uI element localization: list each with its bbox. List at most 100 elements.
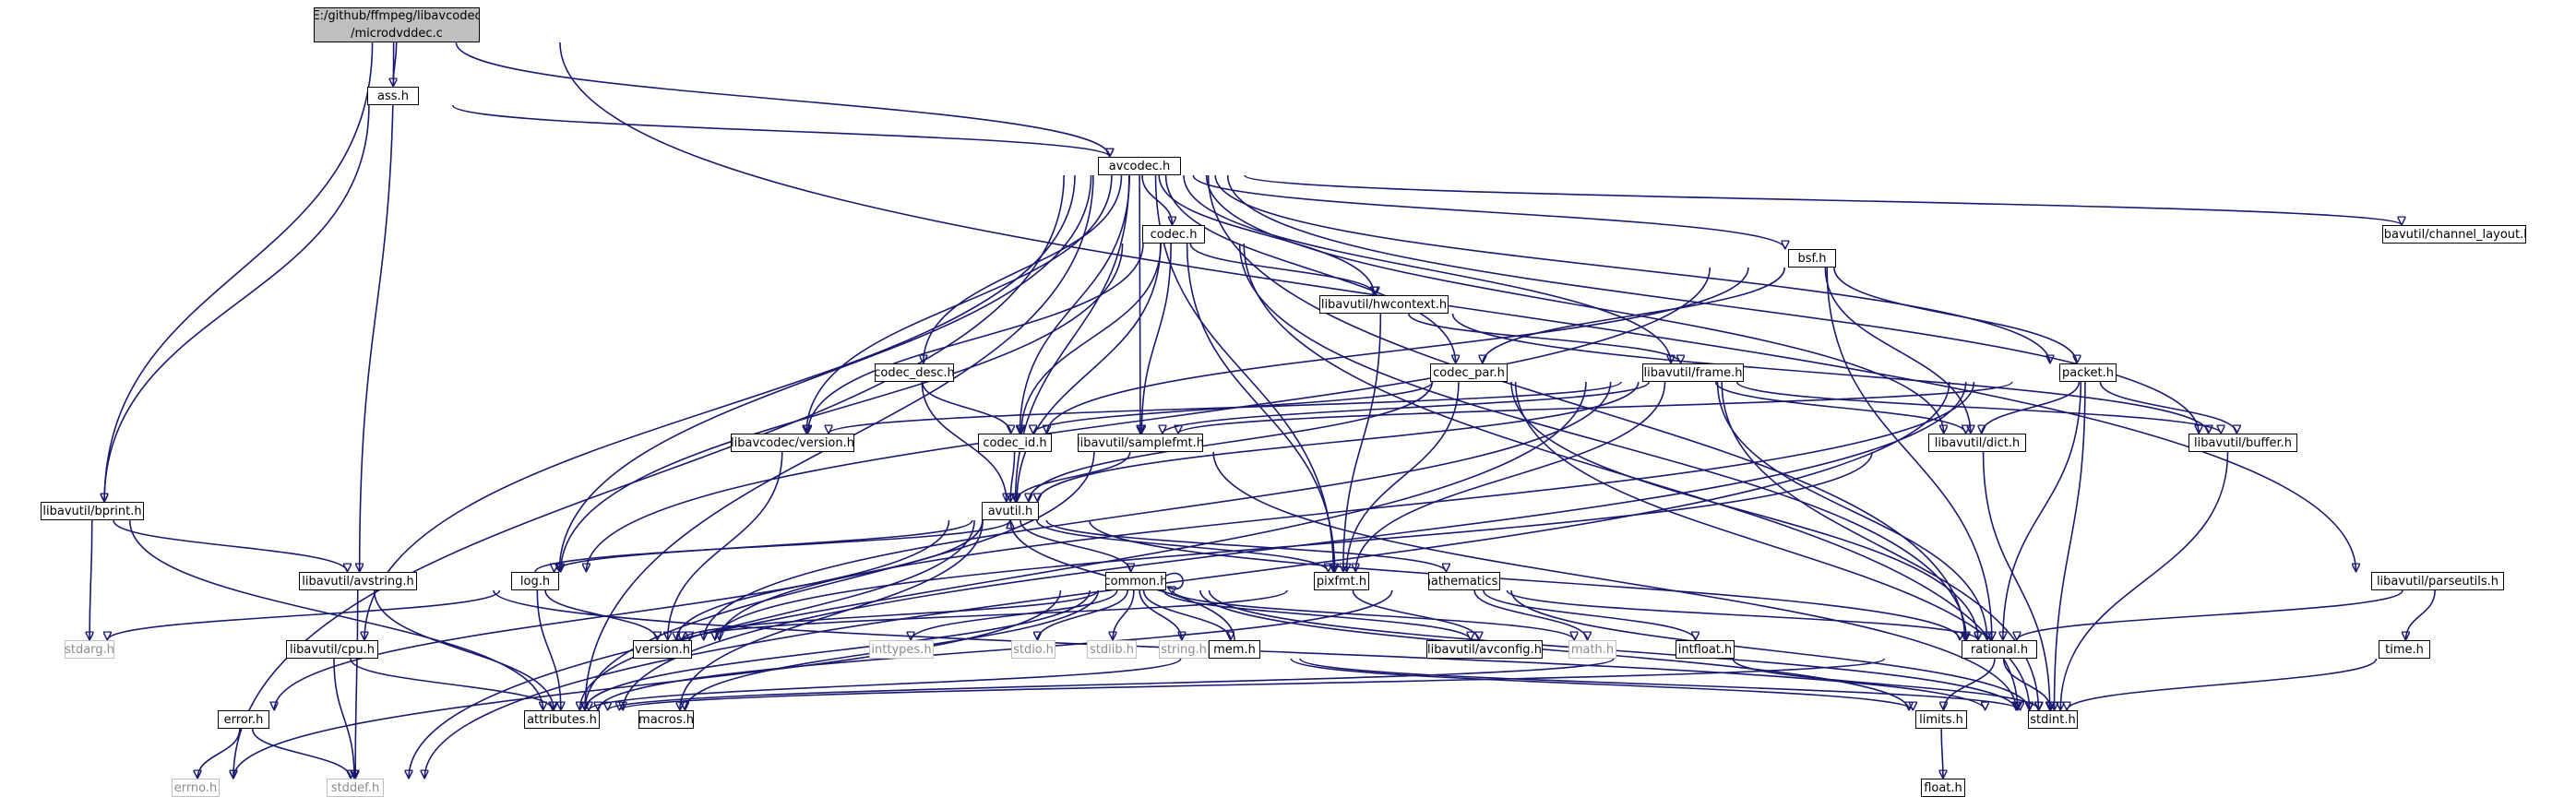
edge-buffer-h-to-stdint-h bbox=[2060, 451, 2229, 710]
node-attributes-h[interactable]: attributes.h bbox=[524, 710, 600, 729]
edge-frame-h-to-version-h bbox=[704, 381, 1612, 640]
edge-avutil-h-to-common-h bbox=[1020, 519, 1131, 572]
node-limits-h[interactable]: limits.h bbox=[1915, 710, 1967, 729]
edge-avcodec-h-to-avutil-h bbox=[1016, 174, 1130, 502]
edge-mem-h-to-attributes-h bbox=[589, 658, 1182, 711]
edge-root-to-avstring-h bbox=[360, 42, 395, 572]
node-pixfmt-h[interactable]: pixfmt.h bbox=[1314, 572, 1369, 590]
edge-avstring-h-to-attributes-h bbox=[373, 589, 554, 710]
edge-codec-par-h-to-rational-h bbox=[1510, 381, 1978, 640]
edge-cpu-h-to-attributes-h bbox=[350, 658, 553, 710]
node-common-h[interactable]: common.h bbox=[1105, 572, 1166, 590]
edge-codec-desc-h-to-codec-id-h bbox=[921, 381, 1011, 434]
edge-mem-h-to-stdint-h bbox=[1299, 658, 2021, 711]
edge-common-h-to-limits-h bbox=[1199, 589, 1909, 710]
edge-rational-h-to-attributes-h bbox=[619, 658, 1886, 710]
edge-log-h-to-attributes-h bbox=[536, 589, 561, 710]
edge-frame-h-to-buffer-h bbox=[1735, 381, 2221, 434]
edge-common-h-to-string-h bbox=[1139, 589, 1182, 640]
edge-avcodec-h-to-channel-layout-h bbox=[1244, 174, 2402, 226]
node-avstring-h[interactable]: libavutil/avstring.h bbox=[299, 572, 417, 590]
edge-codec-par-h-to-avutil-h bbox=[1029, 381, 1434, 502]
node-stddef-h: stddef.h bbox=[327, 779, 384, 797]
node-channel-layout-h[interactable]: libavutil/channel_layout.h bbox=[2382, 225, 2526, 244]
node-ass-h[interactable]: ass.h bbox=[367, 87, 419, 105]
edge-limits-h-to-float-h bbox=[1941, 728, 1943, 779]
node-macros-h[interactable]: macros.h bbox=[638, 710, 694, 729]
node-codec-par-h[interactable]: codec_par.h bbox=[1430, 363, 1508, 382]
edge-packet-h-to-version-h bbox=[720, 381, 1975, 640]
node-avutil-h[interactable]: avutil.h bbox=[982, 502, 1039, 520]
edge-root-to-parseutils-h bbox=[559, 42, 2356, 572]
edge-packet-h-to-stdint-h bbox=[2055, 381, 2086, 710]
node-error-h[interactable]: error.h bbox=[218, 710, 269, 729]
edge-bprint-h-to-stdarg-h bbox=[89, 519, 92, 640]
edge-common-h-to-inttypes-h bbox=[911, 589, 1118, 640]
node-errno-h: errno.h bbox=[172, 779, 220, 797]
edge-avutil-h-to-macros-h bbox=[680, 519, 984, 710]
edge-bsf-h-to-codec-par-h bbox=[1483, 267, 1786, 363]
edge-mathematics-h-to-intfloat-h bbox=[1483, 589, 1696, 640]
edge-codec-par-h-to-stdint-h bbox=[1514, 381, 2030, 710]
edge-avcodec-h-to-bsf-h bbox=[1192, 174, 1785, 249]
node-avconfig-h[interactable]: libavutil/avconfig.h bbox=[1426, 640, 1543, 659]
node-libavcodec-version-h[interactable]: libavcodec/version.h bbox=[731, 434, 854, 452]
edge-bsf-h-to-packet-h bbox=[1833, 267, 2077, 363]
edge-hwcontext-h-to-buffer-h bbox=[1451, 313, 2208, 434]
edge-dict-h-to-stdint-h bbox=[1982, 451, 2050, 710]
edge-bsf-h-to-dict-h bbox=[1824, 267, 1971, 434]
node-version-h[interactable]: version.h bbox=[633, 640, 692, 659]
edge-samplefmt-h-to-stdint-h bbox=[1212, 451, 2016, 710]
edge-avcodec-h-to-codec-desc-h bbox=[924, 174, 1123, 363]
edge-avcodec-h-to-codec-par-h bbox=[1164, 174, 1456, 363]
node-parseutils-h[interactable]: libavutil/parseutils.h bbox=[2371, 572, 2504, 590]
node-root: E:/github/ffmpeg/libavcodec /microdvddec… bbox=[314, 7, 480, 42]
node-stdio-h: stdio.h bbox=[1011, 640, 1055, 659]
node-buffer-h[interactable]: libavutil/buffer.h bbox=[2188, 434, 2297, 452]
edge-frame-h-to-dict-h bbox=[1714, 381, 1966, 434]
edge-common-h-to-stdio-h bbox=[1037, 589, 1128, 640]
node-codec-desc-h[interactable]: codec_desc.h bbox=[875, 363, 954, 382]
edge-packet-h-to-stddef-h bbox=[424, 381, 1950, 779]
node-stdint-h[interactable]: stdint.h bbox=[2028, 710, 2078, 729]
node-log-h[interactable]: log.h bbox=[511, 572, 559, 590]
edge-error-h-to-errno-h bbox=[197, 728, 241, 779]
edge-codec-desc-h-to-avutil-h bbox=[921, 381, 1007, 502]
node-inttypes-h: inttypes.h bbox=[869, 640, 934, 659]
edge-ass-h-to-avcodec-h bbox=[451, 104, 1110, 158]
edge-codec-h-to-version-avcodec-h bbox=[808, 243, 1144, 434]
node-avcodec-h[interactable]: avcodec.h bbox=[1098, 157, 1181, 175]
node-mathematics-h[interactable]: mathematics.h bbox=[1428, 572, 1500, 590]
edge-avcodec-h-to-buffer-h bbox=[1226, 174, 2199, 434]
node-dict-h[interactable]: libavutil/dict.h bbox=[1928, 434, 2026, 452]
node-cpu-h[interactable]: libavutil/cpu.h bbox=[286, 640, 378, 659]
edge-avutil-h-to-rational-h bbox=[1088, 519, 1960, 640]
edge-frame-h-to-avutil-h bbox=[1038, 381, 1640, 502]
node-time-h[interactable]: time.h bbox=[2379, 640, 2430, 659]
edge-avcodec-h-to-errno-h bbox=[233, 174, 1065, 779]
node-mem-h[interactable]: mem.h bbox=[1209, 640, 1260, 659]
edge-log-h-to-stdarg-h bbox=[107, 589, 501, 640]
node-frame-h[interactable]: libavutil/frame.h bbox=[1642, 363, 1744, 382]
node-samplefmt-h[interactable]: libavutil/samplefmt.h bbox=[1078, 434, 1203, 452]
node-rational-h[interactable]: rational.h bbox=[1962, 640, 2037, 659]
edge-codec-h-to-samplefmt-h bbox=[1141, 243, 1172, 434]
edge-packet-h-to-buffer-h bbox=[2099, 381, 2236, 434]
node-packet-h[interactable]: packet.h bbox=[2059, 363, 2117, 382]
node-bprint-h[interactable]: libavutil/bprint.h bbox=[41, 502, 144, 520]
edge-mathematics-h-to-rational-h bbox=[1506, 589, 1977, 641]
node-intfloat-h[interactable]: intfloat.h bbox=[1676, 640, 1735, 659]
edge-packet-h-to-samplefmt-h bbox=[1178, 381, 2013, 434]
node-codec-h[interactable]: codec.h bbox=[1142, 225, 1205, 244]
edge-time-h-to-stdint-h bbox=[2067, 658, 2378, 710]
edge-bprint-h-to-attributes-h bbox=[128, 519, 543, 710]
edge-samplefmt-h-to-attributes-h bbox=[585, 451, 1095, 710]
node-hwcontext-h[interactable]: libavutil/hwcontext.h bbox=[1319, 295, 1449, 314]
node-string-h: string.h bbox=[1159, 640, 1209, 659]
edge-pixfmt-h-to-version-h bbox=[689, 589, 1288, 641]
node-bsf-h[interactable]: bsf.h bbox=[1788, 249, 1836, 268]
node-codec-id-h[interactable]: codec_id.h bbox=[978, 434, 1052, 452]
node-float-h[interactable]: float.h bbox=[1921, 779, 1965, 797]
edge-codec-h-to-log-h bbox=[561, 243, 1124, 572]
